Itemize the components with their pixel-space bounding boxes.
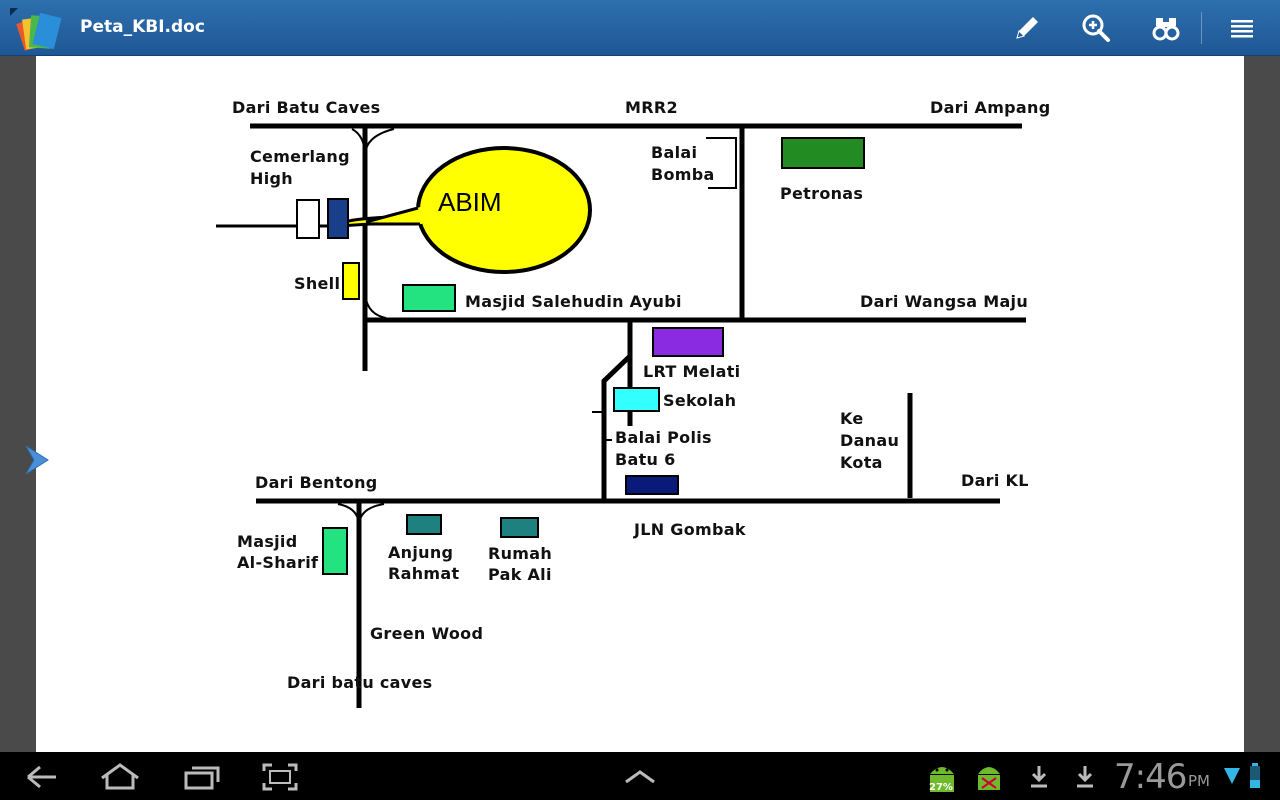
label-shell: Shell [294,274,340,293]
document-page: ABIM Dari Batu Caves MRR2 Dari Ampang Ce… [36,56,1244,752]
sekolah-building [613,387,660,412]
recent-apps-icon[interactable] [182,762,222,792]
lrt-melati-station [652,327,724,357]
cemerlang-building-white [296,199,320,239]
masjid-salehudin-building [402,284,456,312]
zoom-in-icon[interactable] [1078,10,1114,46]
battery-badge: 27% [929,782,953,793]
location-map: ABIM Dari Batu Caves MRR2 Dari Ampang Ce… [216,98,1050,708]
label-dari-batu-caves-top: Dari Batu Caves [232,98,380,117]
label-cemerlang-line1: Cemerlang [250,147,350,166]
next-page-arrow-icon[interactable] [22,443,52,477]
screenshot-icon[interactable] [260,762,300,792]
wifi-signal-icon[interactable] [1222,764,1242,788]
petronas-station [781,137,865,169]
app-bar: Peta_KBI.doc [0,0,1280,56]
balai-polis-building [625,475,679,495]
label-masjid-al-sharif-line2: Al-Sharif [237,553,319,572]
label-rumah-line1: Rumah [488,544,552,563]
label-balai-bomba-line1: Balai [651,143,697,162]
toolbar-divider [1201,12,1202,44]
label-ke-danau-line1: Ke [840,409,864,428]
app-logo-icon[interactable] [8,6,64,52]
label-sekolah: Sekolah [663,391,736,410]
cemerlang-high-building [327,198,349,239]
label-cemerlang-line2: High [250,169,293,188]
label-anjung-line1: Anjung [388,543,453,562]
label-masjid-al-sharif-line1: Masjid [237,532,297,551]
label-dari-batu-caves-bottom: Dari batu caves [287,673,432,692]
up-chevron-icon[interactable] [622,762,658,792]
document-viewport[interactable]: ABIM Dari Batu Caves MRR2 Dari Ampang Ce… [0,56,1280,752]
label-balai-polis-line1: Balai Polis [615,428,712,447]
shell-station [342,262,360,300]
label-dari-ampang: Dari Ampang [930,98,1050,117]
label-balai-bomba-line2: Bomba [651,165,715,184]
menu-icon[interactable] [1224,10,1260,46]
battery-icon[interactable] [1248,762,1262,790]
android-debug-icon[interactable] [972,760,1006,794]
roads [216,123,1026,708]
label-dari-kl: Dari KL [961,471,1029,490]
anjung-rahmat-building [406,514,442,535]
edit-pencil-icon[interactable] [1009,10,1045,46]
label-masjid-salehudin: Masjid Salehudin Ayubi [465,292,682,311]
label-balai-polis-line2: Batu 6 [615,450,676,469]
clock-ampm: PM [1188,772,1210,790]
system-navigation-bar: 27% 7:46 PM [0,752,1280,800]
clock-time[interactable]: 7:46 [1114,757,1187,797]
document-title: Peta_KBI.doc [80,17,205,37]
label-jln-gombak: JLN Gombak [633,520,746,539]
label-dari-bentong: Dari Bentong [255,473,378,492]
label-dari-wangsa-maju: Dari Wangsa Maju [860,292,1028,311]
label-green-wood: Green Wood [370,624,483,643]
road-sekolah-branch [601,354,632,501]
label-mrr2: MRR2 [625,98,678,117]
label-abim: ABIM [438,187,502,217]
find-binoculars-icon[interactable] [1148,10,1184,46]
label-petronas: Petronas [780,184,863,203]
download-icon-2[interactable] [1072,762,1098,792]
label-ke-danau-line3: Kota [840,453,883,472]
label-anjung-line2: Rahmat [388,564,459,583]
rumah-pak-ali-building [500,517,539,538]
label-rumah-line2: Pak Ali [488,565,552,584]
label-lrt-melati: LRT Melati [643,362,740,381]
label-ke-danau-line2: Danau [840,431,899,450]
back-icon[interactable] [22,762,62,792]
android-battery-notification-icon[interactable]: 27% [924,760,960,794]
home-icon[interactable] [98,762,142,792]
download-icon[interactable] [1026,762,1052,792]
masjid-al-sharif-building [322,527,348,575]
